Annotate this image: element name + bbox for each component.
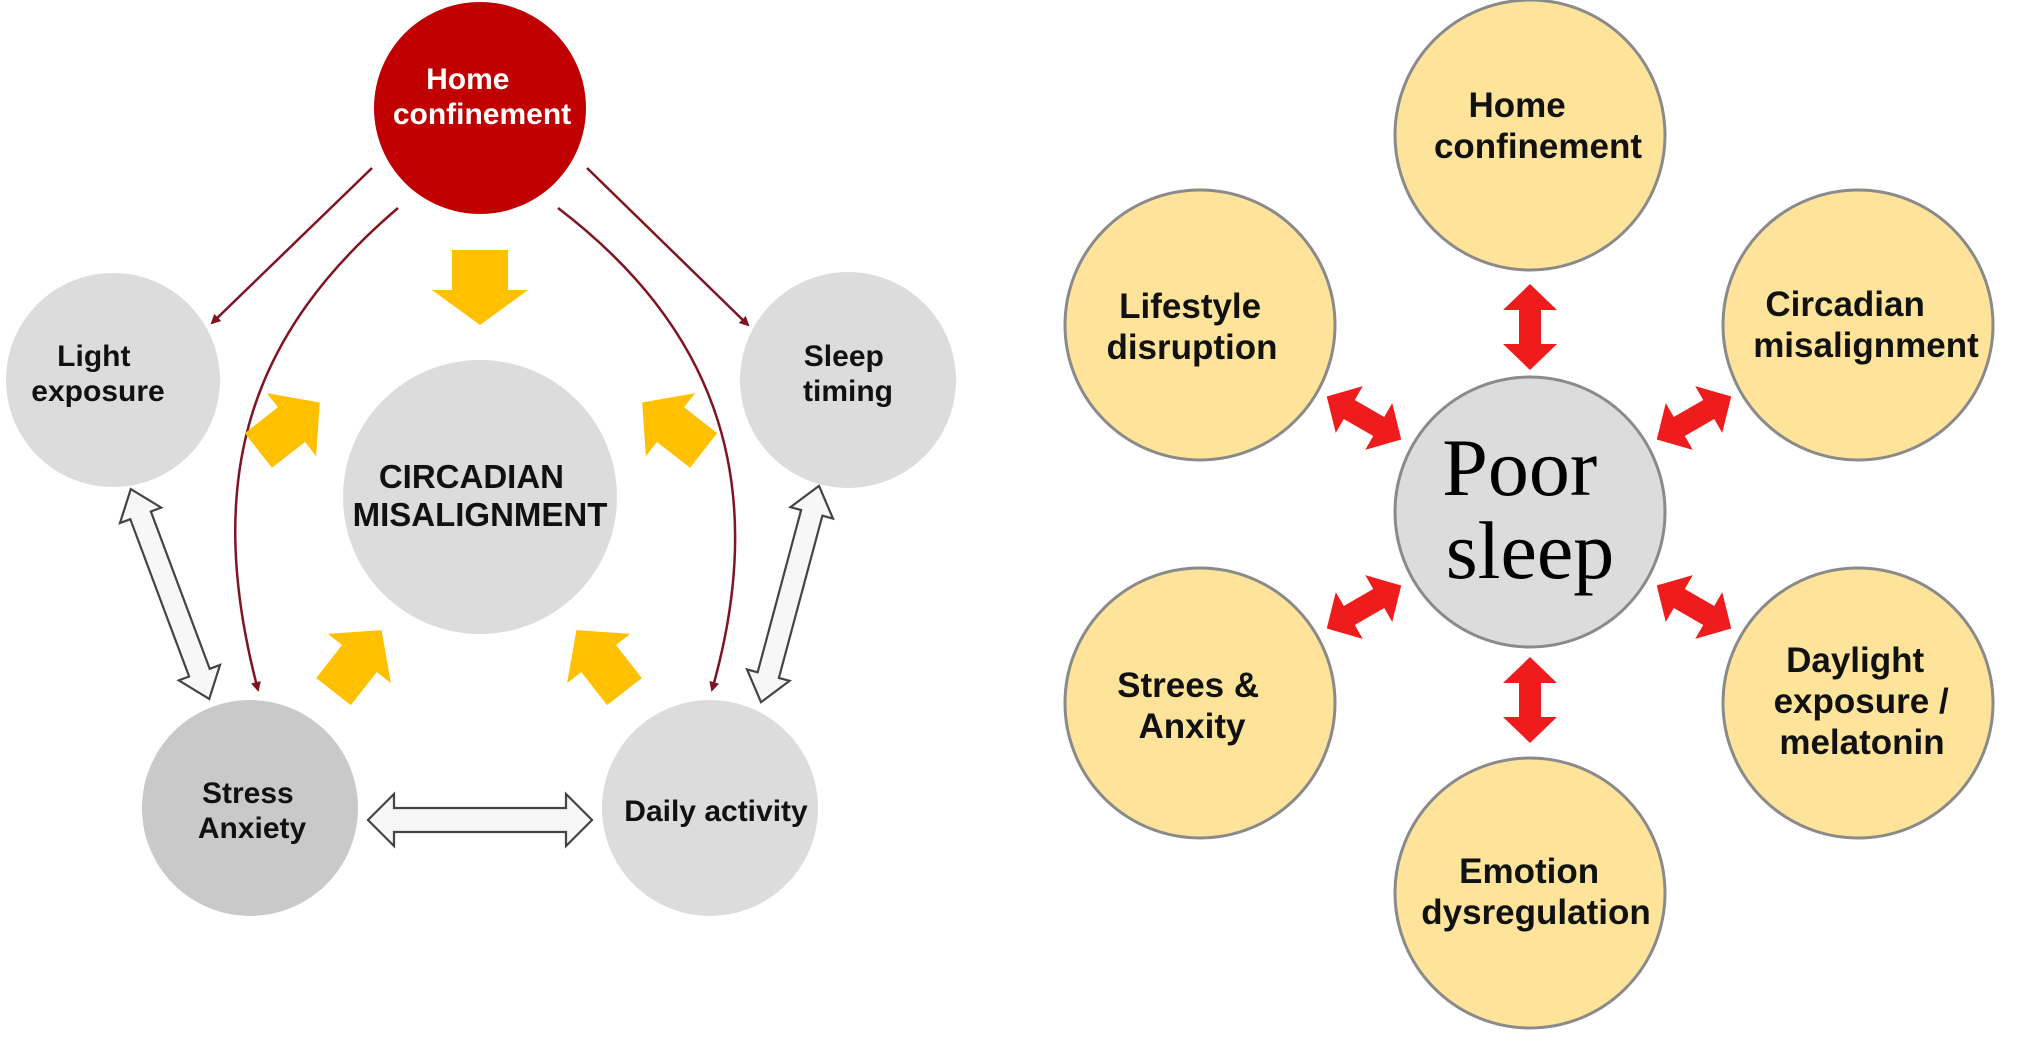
sleep-timing-label-line2: timing <box>803 375 893 408</box>
right-emotion-dysregulation-node <box>1393 756 1667 1030</box>
right-daylight-exposure-label-line1: Daylight <box>1786 641 1924 680</box>
home-to-daily-arrow <box>557 207 737 692</box>
right-stress-anxity-label: Strees & Anxity <box>1117 666 1269 746</box>
left-diagram: Home confinement Light exposure Sleep ti… <box>6 2 956 916</box>
red-arrow-daylight-poor-sleep <box>1656 575 1732 639</box>
right-home-confinement-label-line2: confinement <box>1434 127 1642 166</box>
poor-sleep-label-line1: Poor <box>1442 422 1597 513</box>
yellow-arrow-from-home <box>432 250 528 325</box>
home-to-stress-arrow <box>234 207 399 692</box>
red-arrow-circadian-poor-sleep <box>1656 386 1732 450</box>
yellow-arrow-from-sleep <box>642 393 718 468</box>
red-arrow-lifestyle-poor-sleep <box>1326 386 1402 450</box>
light-exposure-label-line2: exposure <box>31 375 164 408</box>
stress-anxiety-label: Stress Anxiety <box>198 777 307 845</box>
right-emotion-dysregulation-label: Emotion dysregulation <box>1421 852 1650 932</box>
right-daylight-exposure-label-line2: exposure / <box>1774 682 1949 721</box>
circadian-misalignment-label-line1: CIRCADIAN <box>379 458 564 495</box>
right-home-confinement-label-line1: Home <box>1469 86 1566 125</box>
right-stress-anxity-label-line2: Anxity <box>1139 707 1247 746</box>
red-arrow-stress-poor-sleep <box>1326 575 1402 639</box>
home-to-sleep-arrow <box>586 167 750 327</box>
right-daylight-exposure-label-line3: melatonin <box>1779 723 1944 762</box>
yellow-arrow-from-daily <box>567 630 642 706</box>
sleep-daily-double-arrow <box>745 484 835 704</box>
right-circadian-misalignment-node <box>1721 188 1995 462</box>
right-lifestyle-disruption-node <box>1063 188 1337 462</box>
stress-anxiety-node <box>142 700 358 916</box>
stress-daily-double-arrow <box>366 791 594 849</box>
right-lifestyle-disruption-label-line2: disruption <box>1106 328 1277 367</box>
sleep-timing-node <box>740 272 956 488</box>
right-stress-anxity-label-line1: Strees & <box>1117 666 1259 705</box>
right-poor-sleep-center-node <box>1393 375 1667 649</box>
poor-sleep-label: Poor sleep <box>1442 422 1617 596</box>
right-daylight-exposure-node <box>1721 566 1995 840</box>
poor-sleep-label-line2: sleep <box>1446 505 1614 596</box>
right-daylight-exposure-label: Daylight exposure / melatonin <box>1774 641 1959 762</box>
right-diagram: Poor sleep Home confinement Lifestyle di… <box>1063 0 1995 1030</box>
stress-anxiety-label-line2: Anxiety <box>198 812 307 845</box>
light-exposure-node <box>6 273 220 487</box>
home-confinement-label-line2: confinement <box>393 98 571 131</box>
right-circadian-misalignment-label-line1: Circadian <box>1765 285 1925 324</box>
daily-activity-node <box>602 700 818 916</box>
right-home-confinement-node <box>1393 0 1667 272</box>
light-stress-double-arrow <box>118 487 222 701</box>
red-arrow-emotion-poor-sleep <box>1503 657 1557 743</box>
circadian-misalignment-center-node <box>343 360 617 634</box>
circadian-misalignment-label-line2: MISALIGNMENT <box>353 496 608 533</box>
circadian-misalignment-label: CIRCADIAN MISALIGNMENT <box>353 458 608 533</box>
right-stress-anxity-node <box>1063 566 1337 840</box>
stress-anxiety-label-line1: Stress <box>202 777 294 810</box>
right-circadian-misalignment-label: Circadian misalignment <box>1753 285 1979 365</box>
right-lifestyle-disruption-label: Lifestyle disruption <box>1106 287 1277 367</box>
home-to-light-arrow <box>210 167 373 325</box>
sleep-timing-label: Sleep timing <box>803 340 893 408</box>
red-arrow-home-poor-sleep <box>1503 284 1557 370</box>
daily-activity-label-line1: Daily activity <box>624 795 808 828</box>
home-confinement-label: Home confinement <box>393 63 571 131</box>
yellow-arrow-from-stress <box>316 630 391 706</box>
right-emotion-dysregulation-label-line2: dysregulation <box>1421 893 1650 932</box>
light-exposure-label: Light exposure <box>31 340 164 408</box>
home-confinement-label-line1: Home <box>426 63 509 96</box>
daily-activity-label: Daily activity <box>624 795 808 828</box>
right-lifestyle-disruption-label-line1: Lifestyle <box>1119 287 1261 326</box>
right-home-confinement-label: Home confinement <box>1434 86 1642 166</box>
sleep-timing-label-line1: Sleep <box>804 340 884 373</box>
yellow-arrow-from-light <box>244 393 320 468</box>
home-confinement-node <box>374 2 586 214</box>
right-emotion-dysregulation-label-line1: Emotion <box>1459 852 1599 891</box>
light-exposure-label-line1: Light <box>57 340 130 373</box>
right-circadian-misalignment-label-line2: misalignment <box>1753 326 1979 365</box>
